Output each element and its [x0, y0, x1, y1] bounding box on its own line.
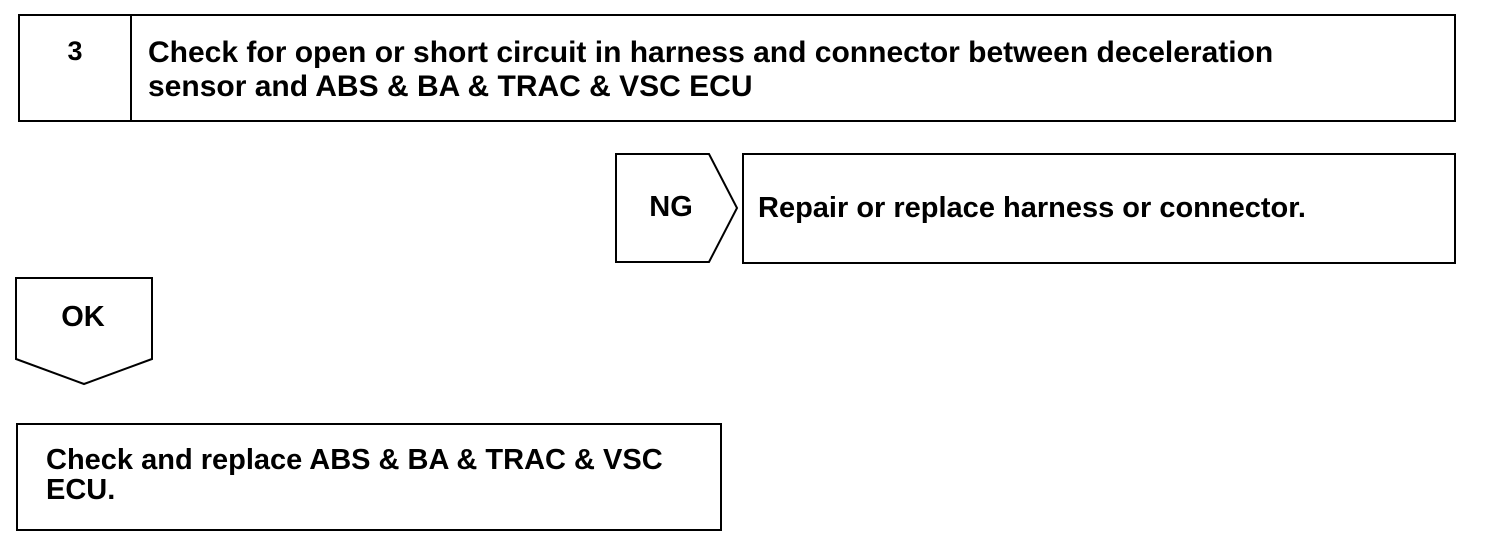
ok-label: OK	[61, 301, 105, 333]
ng-label: NG	[649, 191, 693, 223]
step-number: 3	[67, 36, 83, 66]
ng-arrow-shape	[615, 153, 739, 263]
ok-arrow-shape	[15, 277, 153, 386]
step-box: 3 Check for open or short circuit in har…	[18, 14, 1456, 122]
ng-action-box: Repair or replace harness or connector.	[742, 153, 1456, 264]
step-number-cell: 3	[20, 16, 132, 120]
step-title: Check for open or short circuit in harne…	[148, 36, 1274, 103]
next-step-text: Check and replace ABS & BA & TRAC & VSC …	[46, 444, 663, 506]
ng-action-text: Repair or replace harness or connector.	[758, 192, 1306, 224]
next-step-box: Check and replace ABS & BA & TRAC & VSC …	[16, 423, 722, 531]
